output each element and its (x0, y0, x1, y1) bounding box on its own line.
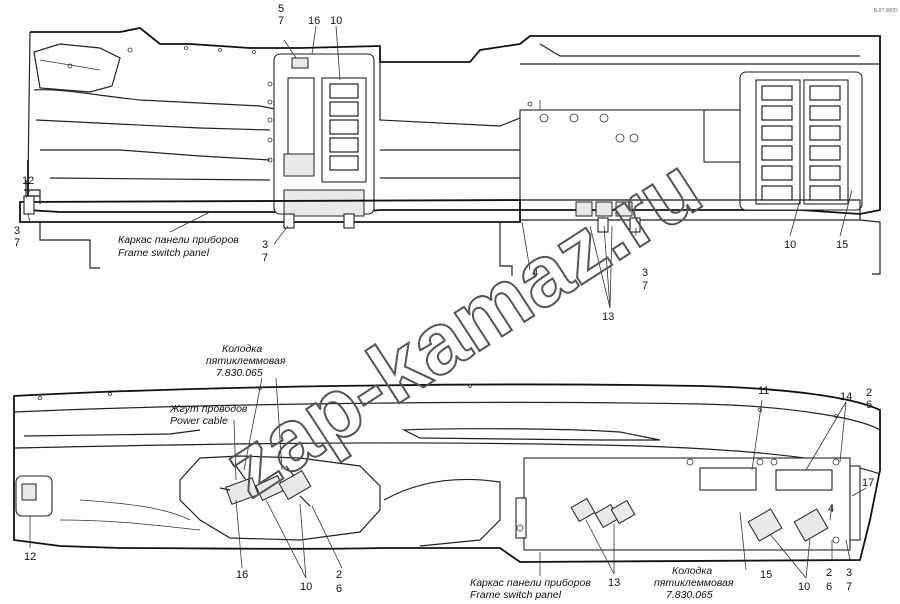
callout-3-right: 3 (642, 267, 648, 279)
connector-label-ru-2: пятиклеммовая (206, 355, 286, 367)
callout-3-mid: 3 (262, 239, 268, 251)
callout-10-right: 10 (784, 239, 796, 251)
connector2-label-ru-2: пятиклеммовая (654, 577, 734, 589)
callout-13-bottom: 13 (608, 577, 620, 589)
panel-holes (267, 81, 273, 163)
callout-6-bottom-left: 6 (336, 583, 342, 595)
right-mount-plate (519, 109, 741, 201)
harness-label-ru: Жгут проводов (169, 403, 248, 415)
frame-label-ru-bottom: Каркас панели приборов (470, 577, 591, 589)
callout-7-right: 7 (642, 280, 648, 292)
corner-code: Б.07.0000 (874, 8, 897, 14)
callout-2-bottom-right: 2 (826, 567, 832, 579)
callout-15-bottom: 15 (760, 569, 772, 581)
callout-7: 7 (278, 15, 284, 27)
harness-area (179, 455, 381, 541)
connector-block (283, 153, 315, 177)
callout-3-left: 3 (14, 225, 20, 237)
callout-17: 17 (862, 477, 874, 489)
callout-13: 13 (602, 311, 614, 323)
callout-12-bottom: 12 (24, 551, 36, 563)
bottom-view: Колодка пятиклеммовая 7.830.065 Жгут про… (13, 343, 881, 601)
callout-14: 14 (840, 391, 852, 403)
switch-block-right-b (803, 79, 849, 205)
callout-3-bottom: 3 (846, 567, 852, 579)
right-plate-screws (539, 113, 639, 143)
connector-label-ru-1: Колодка (222, 343, 262, 355)
callout-6-bottom-right: 6 (826, 581, 832, 593)
bottom-leaders (29, 377, 867, 579)
frame-label-en-bottom: Frame switch panel (470, 589, 562, 601)
connector2-part-number: 7.830.065 (666, 589, 713, 601)
callout-10: 10 (330, 15, 342, 27)
callout-16-bottom: 16 (236, 569, 248, 581)
callout-4: 4 (532, 267, 538, 279)
callout-7-bottom: 7 (846, 581, 852, 593)
callout-4-bottom: 4 (828, 503, 834, 515)
connectors-10-bottom (747, 508, 829, 542)
switch-keys (329, 83, 359, 171)
callout-12: 12 (22, 175, 34, 187)
switch-block-10 (321, 77, 367, 183)
callout-2-bottom-left: 2 (336, 569, 342, 581)
frame-rail (19, 199, 521, 223)
callout-7-left: 7 (14, 237, 20, 249)
callout-16: 16 (308, 15, 320, 27)
connectors-13-bottom (570, 497, 636, 529)
callout-7-mid: 7 (262, 252, 268, 264)
callout-11: 11 (758, 385, 769, 397)
connector-cluster-left (219, 465, 312, 507)
top-leaders (25, 25, 853, 309)
callout-15: 15 (836, 239, 848, 251)
connector2-label-ru-1: Колодка (672, 565, 712, 577)
callout-10-bottom-right: 10 (798, 581, 810, 593)
frame-label-ru: Каркас панели приборов (118, 234, 239, 246)
frame-label-en: Frame switch panel (118, 247, 210, 259)
screw-5 (291, 57, 309, 69)
panel-bracket (283, 189, 365, 217)
callout-6-top: 6 (866, 399, 872, 411)
switch-block-right-a (755, 79, 801, 205)
callout-2-top: 2 (866, 387, 872, 399)
right-switch-keys (761, 85, 841, 201)
panel-slot (287, 77, 315, 163)
top-view: 5 7 16 10 12 3 7 3 7 4 13 3 7 10 15 Карк… (14, 3, 881, 323)
harness-label-en: Power cable (170, 415, 228, 427)
connectors-13-top (575, 201, 633, 217)
box-11 (699, 467, 757, 491)
connector-12 (21, 483, 37, 501)
box-14 (775, 469, 833, 491)
callout-5: 5 (278, 3, 284, 15)
connector-part-number: 7.830.065 (216, 367, 263, 379)
callout-10-bottom-left: 10 (300, 581, 312, 593)
